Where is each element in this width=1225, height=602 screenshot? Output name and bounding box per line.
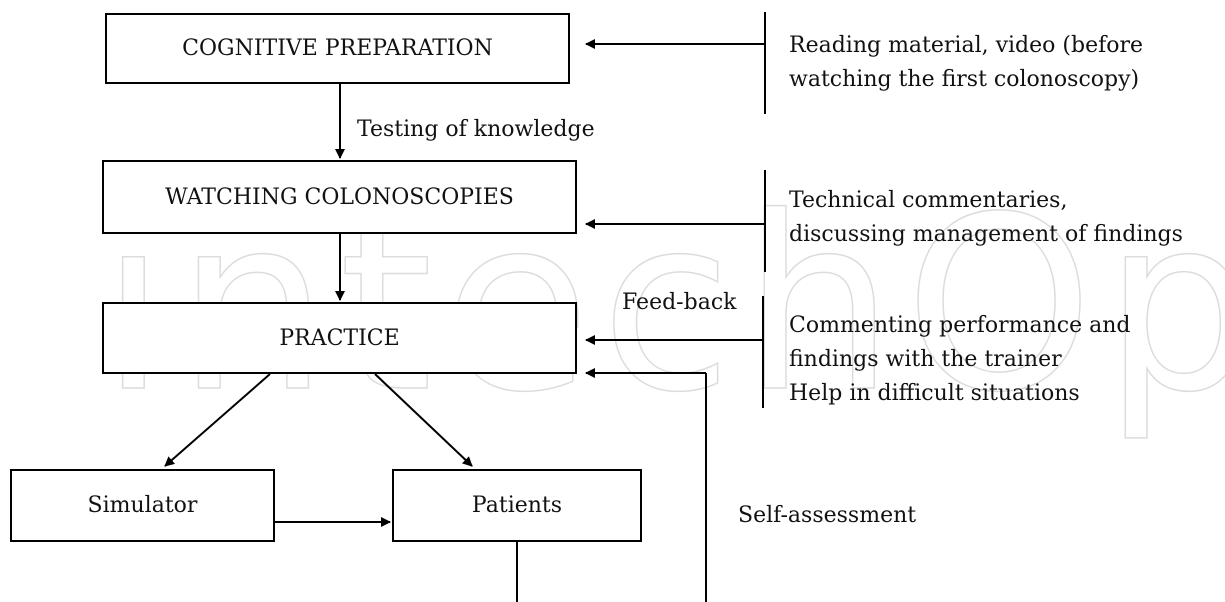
label-feed-back: Feed-back [622, 290, 737, 315]
box-patients-label: Patients [471, 493, 563, 518]
label-self-assessment: Self-assessment [738, 503, 917, 528]
note-watching-line-1: Technical commentaries, [789, 188, 1068, 213]
box-watching-label: WATCHING COLONOSCOPIES [165, 184, 514, 210]
note-practice-line-2: findings with the trainer [789, 347, 1062, 372]
note-practice: Commenting performance and findings with… [789, 309, 1130, 411]
box-simulator-label: Simulator [87, 493, 198, 518]
note-cognitive-line-1: Reading material, video (before [789, 33, 1144, 58]
note-practice-line-1: Commenting performance and [789, 313, 1131, 338]
box-practice-label: PRACTICE [279, 325, 400, 351]
arrow-practice-to-simulator [164, 373, 271, 467]
box-watching-colonoscopies: WATCHING COLONOSCOPIES [102, 160, 577, 234]
box-cognitive-preparation: COGNITIVE PREPARATION [105, 13, 570, 84]
box-practice: PRACTICE [102, 302, 577, 374]
arrow-practice-to-patients [374, 373, 473, 467]
note-practice-line-3: Help in difficult situations [789, 381, 1080, 406]
note-cognitive-line-2: watching the first colonoscopy) [789, 67, 1140, 92]
note-cognitive: Reading material, video (before watching… [789, 29, 1143, 97]
box-simulator: Simulator [10, 469, 275, 542]
label-testing-of-knowledge: Testing of knowledge [357, 117, 595, 142]
note-watching: Technical commentaries, discussing manag… [789, 184, 1183, 252]
box-cognitive-label: COGNITIVE PREPARATION [182, 36, 493, 61]
box-patients: Patients [392, 469, 642, 542]
note-watching-line-2: discussing management of findings [789, 222, 1183, 247]
